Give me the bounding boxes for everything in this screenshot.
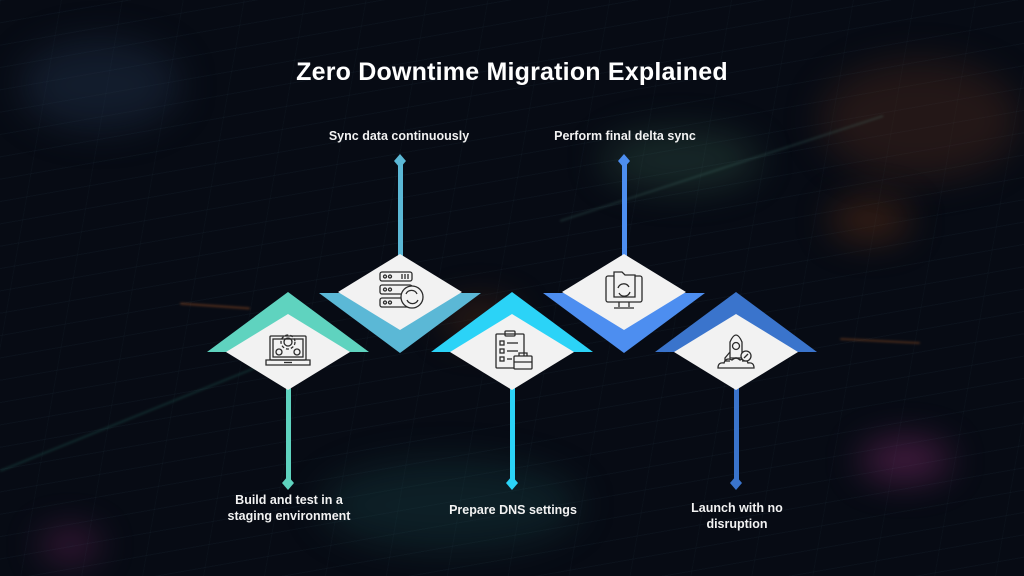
step-1-label-line-1: Build and test in a bbox=[235, 493, 343, 507]
step-2-label-line-1: Sync data continuously bbox=[328, 129, 470, 143]
step-4-label-line-1: Perform final delta sync bbox=[554, 129, 696, 143]
step-2-label: Sync data continuously bbox=[299, 128, 499, 144]
step-5-label-line-2: disruption bbox=[706, 517, 768, 531]
step-5-shape bbox=[655, 292, 817, 490]
step-3-shape bbox=[431, 292, 593, 490]
monitor-folder-sync-icon bbox=[605, 271, 643, 309]
rocket-launch-icon bbox=[717, 334, 755, 369]
step-4-shape bbox=[543, 154, 705, 353]
server-sync-icon bbox=[379, 271, 424, 309]
step-5-label: Launch with no disruption bbox=[637, 500, 837, 532]
step-3-label-line-1: Prepare DNS settings bbox=[449, 503, 577, 517]
step-4-label: Perform final delta sync bbox=[525, 128, 725, 144]
step-1-label: Build and test in a staging environment bbox=[189, 492, 389, 524]
step-1-label-line-2: staging environment bbox=[227, 509, 351, 523]
step-1-shape bbox=[207, 292, 369, 490]
step-3-label: Prepare DNS settings bbox=[413, 502, 613, 518]
step-5-label-line-1: Launch with no bbox=[691, 501, 783, 515]
page-title: Zero Downtime Migration Explained bbox=[296, 58, 728, 86]
clipboard-briefcase-icon bbox=[495, 330, 533, 370]
laptop-gear-icon bbox=[265, 334, 311, 366]
step-2-shape bbox=[319, 154, 481, 353]
